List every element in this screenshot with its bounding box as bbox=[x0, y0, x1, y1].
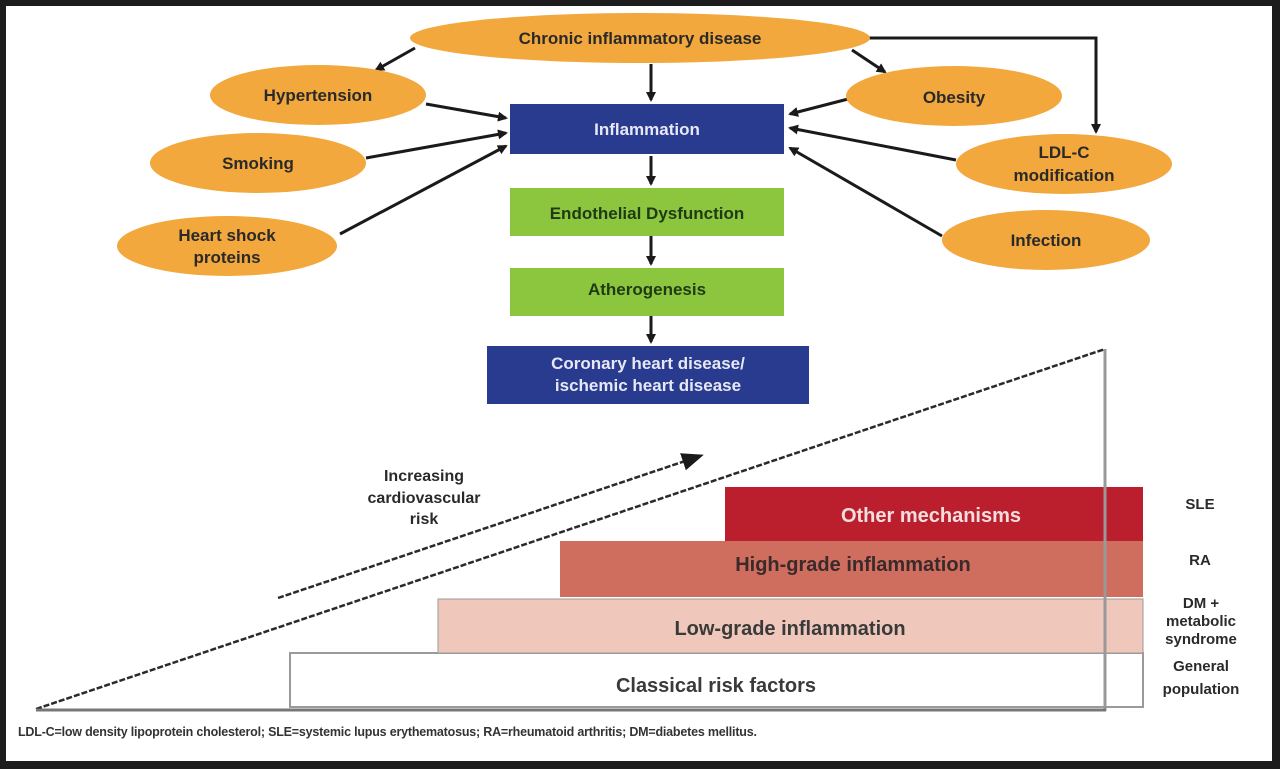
ellipse-ldl: LDL-C modification bbox=[956, 134, 1172, 194]
box-atherogenesis: Atherogenesis bbox=[510, 268, 784, 316]
tier-other-label: Other mechanisms bbox=[841, 505, 1021, 527]
arrow-smoking-to-inflammation bbox=[365, 129, 508, 160]
arrow-infection-to-inflammation bbox=[788, 146, 943, 238]
increasing-risk-arrow: Increasing cardiovascular risk bbox=[277, 453, 704, 600]
tier-other: Other mechanisms bbox=[725, 487, 1143, 541]
arrow-hypertension-to-inflammation bbox=[425, 102, 508, 122]
arrow-chronic-to-hypertension bbox=[374, 46, 416, 72]
box-endothelial: Endothelial Dysfunction bbox=[510, 188, 784, 236]
box-chd: Coronary heart disease/ ischemic heart d… bbox=[487, 346, 809, 404]
chd-label-line2: ischemic heart disease bbox=[555, 376, 741, 395]
risk-label-line2: cardiovascular bbox=[368, 490, 481, 507]
flow-arrows bbox=[339, 36, 1101, 344]
ldl-label-line2: modification bbox=[1013, 166, 1114, 185]
arrow-heatshock-to-inflammation bbox=[339, 144, 508, 236]
hypertension-label: Hypertension bbox=[264, 86, 373, 105]
ellipse-chronic: Chronic inflammatory disease bbox=[410, 13, 870, 63]
arrow-obesity-to-inflammation bbox=[788, 96, 853, 117]
ellipse-obesity: Obesity bbox=[846, 66, 1062, 126]
pop-ra: RA bbox=[1189, 552, 1211, 569]
tier-classical-label: Classical risk factors bbox=[616, 675, 816, 697]
heatshock-label-line2: proteins bbox=[193, 248, 260, 267]
tier-low-label: Low-grade inflammation bbox=[674, 618, 905, 640]
inflammation-label: Inflammation bbox=[594, 120, 700, 139]
ellipse-infection: Infection bbox=[942, 210, 1150, 270]
heatshock-label-line1: Heart shock bbox=[178, 226, 276, 245]
arrow-ldl-to-inflammation bbox=[788, 124, 957, 162]
risk-label-line3: risk bbox=[410, 511, 439, 528]
tier-low: Low-grade inflammation bbox=[437, 598, 1144, 654]
population-labels: SLE RA DM + metabolic syndrome General p… bbox=[1163, 496, 1240, 698]
ellipse-smoking: Smoking bbox=[150, 133, 366, 193]
atherogenesis-label: Atherogenesis bbox=[588, 280, 706, 299]
chronic-label: Chronic inflammatory disease bbox=[519, 29, 762, 48]
pop-dm-line3: syndrome bbox=[1165, 631, 1237, 648]
obesity-label: Obesity bbox=[923, 88, 986, 107]
smoking-label: Smoking bbox=[222, 154, 294, 173]
risk-triangle bbox=[35, 347, 1107, 712]
pop-general-line2: population bbox=[1163, 681, 1240, 698]
tier-high-label: High-grade inflammation bbox=[735, 554, 971, 576]
tier-classical: Classical risk factors bbox=[289, 652, 1144, 708]
pop-dm-line1: DM + bbox=[1183, 595, 1219, 612]
tier-high: High-grade inflammation bbox=[560, 541, 1143, 597]
pop-sle: SLE bbox=[1185, 496, 1214, 513]
endothelial-label: Endothelial Dysfunction bbox=[550, 204, 745, 223]
infection-label: Infection bbox=[1011, 231, 1082, 250]
chd-label-line1: Coronary heart disease/ bbox=[551, 354, 745, 373]
pop-general-line1: General bbox=[1173, 658, 1229, 675]
arrow-chronic-to-ldl bbox=[868, 36, 1101, 134]
pop-dm-line2: metabolic bbox=[1166, 613, 1236, 630]
ellipse-hypertension: Hypertension bbox=[210, 65, 426, 125]
risk-label-line1: Increasing bbox=[384, 468, 464, 485]
arrow-chronic-to-obesity bbox=[851, 48, 887, 74]
footnote: LDL-C=low density lipoprotein cholestero… bbox=[18, 725, 757, 739]
box-inflammation: Inflammation bbox=[510, 104, 784, 154]
ldl-label-line1: LDL-C bbox=[1039, 143, 1090, 162]
ellipse-heatshock: Heart shock proteins bbox=[117, 216, 337, 276]
